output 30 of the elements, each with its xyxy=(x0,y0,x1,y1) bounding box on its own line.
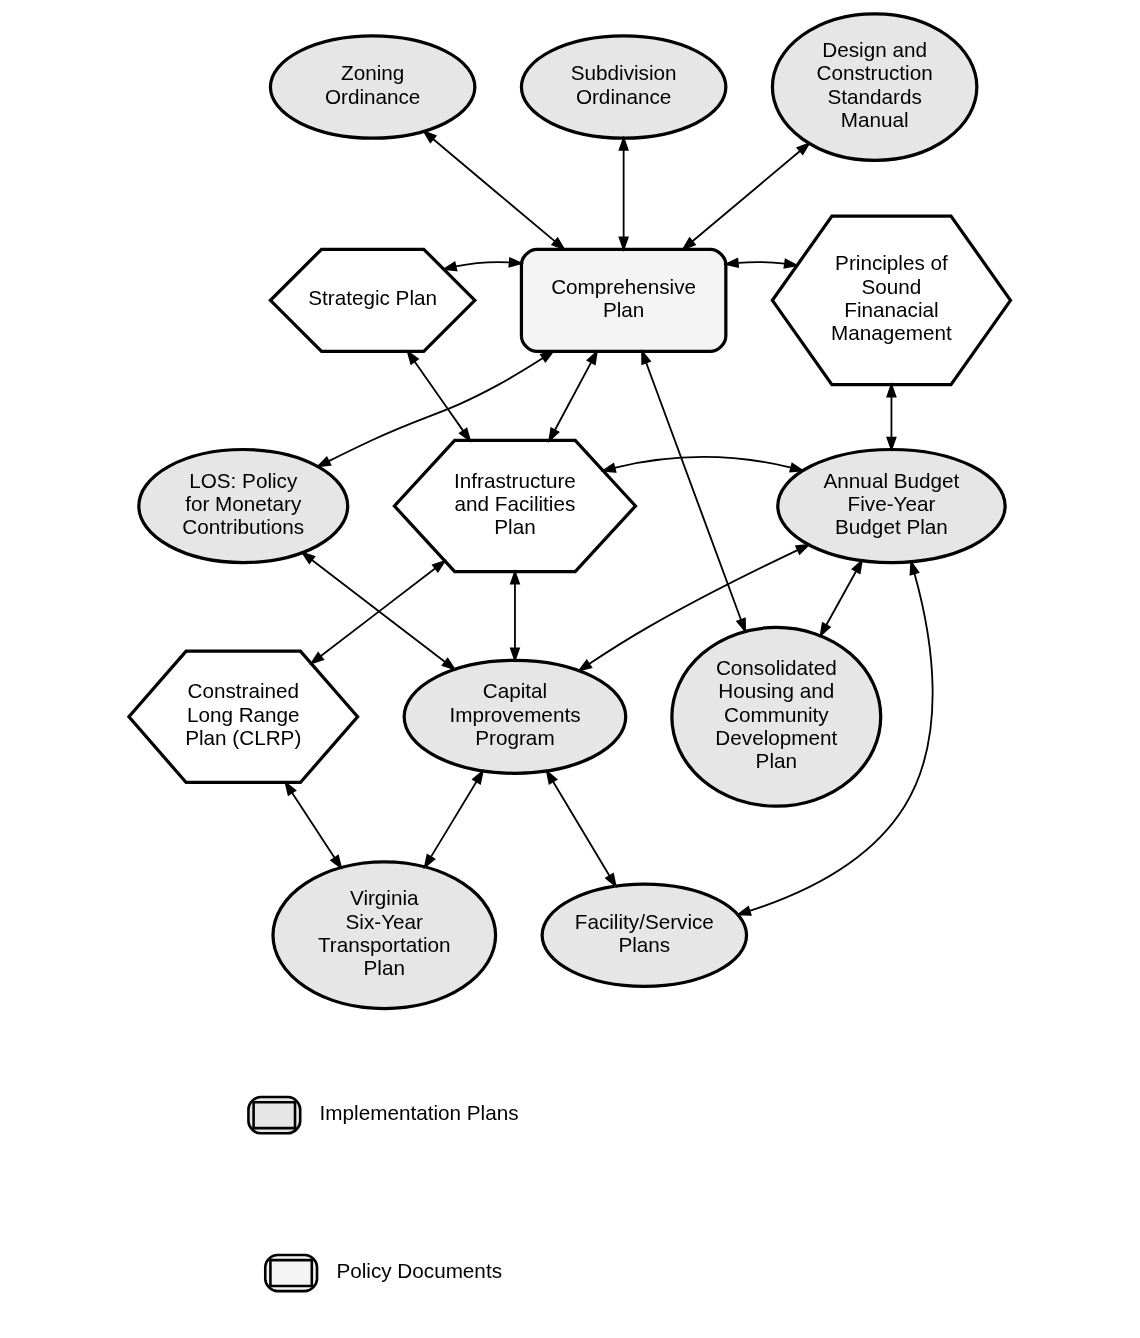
node-ellipse: Zoning Ordinance xyxy=(268,34,477,140)
node-ellipse: Design and Construction Standards Manual xyxy=(770,12,979,162)
arrow xyxy=(421,129,567,251)
node-ellipse: Annual Budget Five-Year Budget Plan xyxy=(776,447,1007,565)
legend-label: Policy Documents xyxy=(336,1258,502,1282)
arrow xyxy=(735,559,934,916)
node-ellipse: Facility/Service Plans xyxy=(540,882,749,988)
legend-label: Implementation Plans xyxy=(319,1101,519,1125)
arrow xyxy=(545,769,617,889)
arrow xyxy=(641,349,747,634)
arrow xyxy=(300,551,457,671)
arrow xyxy=(681,141,812,251)
arrow xyxy=(886,382,897,452)
arrow xyxy=(406,349,472,443)
node-box: Comprehensive Plan xyxy=(519,247,728,354)
arrow xyxy=(315,350,556,468)
arrow xyxy=(577,543,811,672)
arrow xyxy=(309,559,447,665)
arrow xyxy=(441,256,525,272)
arrow xyxy=(423,769,485,870)
arrow xyxy=(548,349,599,443)
arrow xyxy=(618,135,629,252)
arrow xyxy=(723,257,800,269)
arrow xyxy=(600,456,806,473)
arrow xyxy=(509,569,521,663)
node-ellipse: Subdivision Ordinance xyxy=(519,34,728,140)
arrow xyxy=(819,558,864,638)
node-ellipse: Consolidated Housing and Community Development Plan xyxy=(670,625,883,808)
arrow xyxy=(284,780,343,871)
node-ellipse: Virginia Six-Year Transportation Plan xyxy=(271,860,498,1011)
